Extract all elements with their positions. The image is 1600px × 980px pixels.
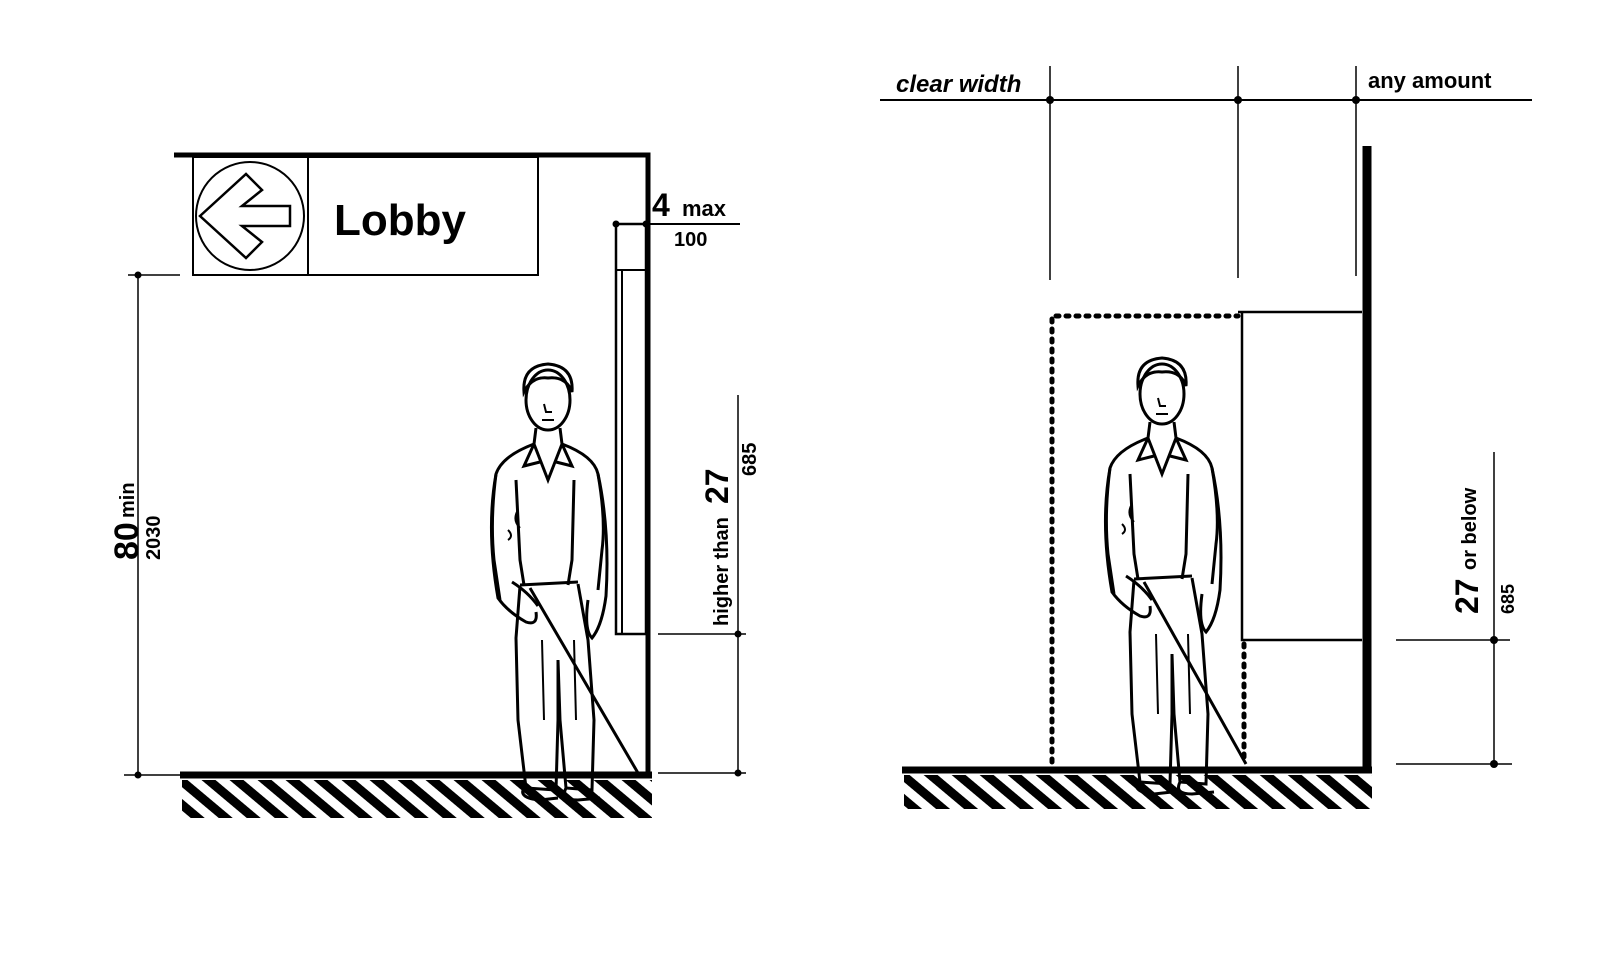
right-height-metric: 685 bbox=[1498, 584, 1518, 614]
clear-width-label: clear width bbox=[896, 71, 1021, 98]
right-height-value: 27 bbox=[1449, 578, 1485, 614]
cane bbox=[528, 587, 640, 774]
object-height-dimension: higher than 27 685 bbox=[658, 395, 761, 777]
projection-value: 4 bbox=[652, 187, 670, 223]
person-with-cane-figure-right bbox=[1103, 356, 1248, 796]
object-height-prefix: higher than bbox=[711, 517, 733, 626]
projection-qualifier: max bbox=[682, 196, 727, 221]
sign-text: Lobby bbox=[334, 196, 467, 245]
lobby-sign: Lobby bbox=[192, 156, 539, 276]
left-arrow-circle-icon bbox=[195, 161, 305, 271]
object-height-dimension-right: 27 or below 685 bbox=[1396, 452, 1518, 768]
floor-hatch-right bbox=[904, 775, 1372, 809]
headroom-metric: 2030 bbox=[143, 516, 165, 561]
left-diagram: Lobby 4 max 100 80 min 203 bbox=[108, 152, 761, 818]
any-amount-label: any amount bbox=[1368, 68, 1492, 93]
protruding-object bbox=[1238, 310, 1362, 642]
right-height-suffix: or below bbox=[1459, 487, 1481, 570]
right-diagram: clear width any amount 27 or below 685 bbox=[880, 66, 1532, 809]
object-height-metric: 685 bbox=[739, 443, 761, 476]
headroom-dimension: 80 min 2030 bbox=[108, 271, 180, 779]
projection-dimension: 4 max 100 bbox=[612, 187, 740, 251]
wall-mounted-object bbox=[614, 222, 648, 636]
headroom-value: 80 bbox=[108, 522, 146, 560]
cane-right bbox=[1142, 581, 1248, 765]
clear-width-envelope bbox=[1049, 313, 1247, 765]
object-height-value: 27 bbox=[699, 468, 735, 504]
ceiling-line bbox=[174, 152, 651, 775]
person-with-cane-figure bbox=[489, 362, 640, 802]
projection-metric: 100 bbox=[674, 229, 707, 251]
headroom-qualifier: min bbox=[117, 482, 139, 518]
